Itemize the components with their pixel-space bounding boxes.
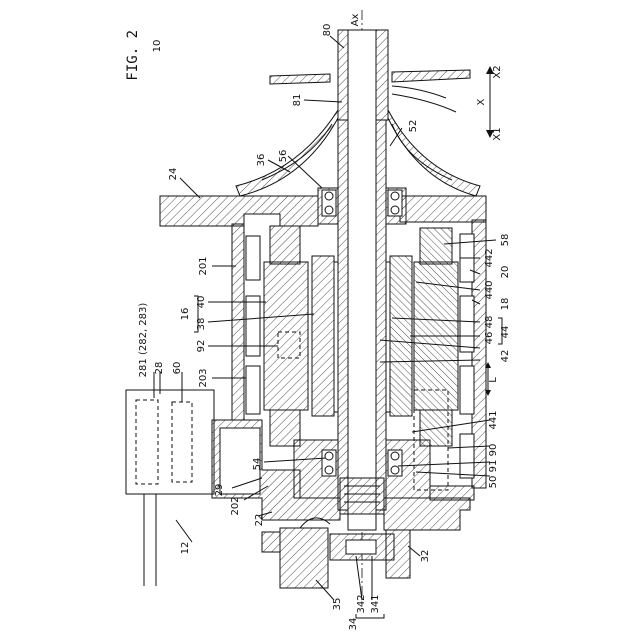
label-50: 50 — [488, 476, 499, 489]
label-56: 56 — [278, 150, 289, 163]
label-18: 18 — [500, 298, 511, 311]
label-34: 34 — [348, 618, 359, 631]
label-x: X — [476, 98, 487, 105]
label-12: 12 — [180, 542, 191, 555]
shaft-left-wall — [338, 120, 348, 510]
label-60: 60 — [172, 362, 183, 375]
label-48: 48 — [484, 316, 495, 329]
label-16: 16 — [180, 308, 191, 321]
label-201: 201 — [198, 256, 209, 275]
label-90: 90 — [488, 444, 499, 457]
label-281: 281 (282, 283) — [138, 303, 149, 378]
figure-title: FIG. 2 — [125, 30, 141, 81]
label-440: 440 — [484, 280, 495, 299]
label-x2: X2 — [492, 65, 503, 78]
label-46: 46 — [484, 332, 495, 345]
direction-indicator: X2 X X1 — [476, 65, 503, 140]
label-52: 52 — [408, 120, 419, 133]
label-58: 58 — [500, 234, 511, 247]
shaft — [348, 30, 376, 530]
label-81: 81 — [292, 94, 303, 107]
label-22: 22 — [254, 514, 265, 527]
label-203: 203 — [198, 368, 209, 387]
bracket-34 — [356, 614, 384, 618]
label-54: 54 — [252, 458, 263, 471]
shaft-right-wall — [376, 120, 386, 510]
label-42: 42 — [500, 350, 511, 363]
label-x1: X1 — [492, 127, 503, 140]
cooling-channels-left — [246, 236, 260, 414]
figure-ref-main: 10 — [152, 40, 163, 53]
label-32: 32 — [420, 550, 431, 563]
housing-left-wall — [232, 224, 244, 420]
label-91: 91 — [488, 460, 499, 473]
label-35: 35 — [332, 598, 343, 611]
label-442: 442 — [484, 248, 495, 267]
label-341: 341 — [370, 594, 381, 613]
label-20: 20 — [500, 266, 511, 279]
label-ax: Ax — [350, 14, 361, 27]
label-l: L — [488, 377, 499, 383]
label-29: 29 — [214, 484, 225, 497]
label-342: 342 — [356, 594, 367, 613]
label-441: 441 — [488, 410, 499, 429]
dimension-l: L — [485, 362, 499, 396]
label-92: 92 — [196, 340, 207, 353]
controller-28 — [126, 390, 214, 586]
label-36: 36 — [256, 154, 267, 167]
label-202: 202 — [230, 496, 241, 515]
label-28: 28 — [154, 362, 165, 375]
label-80: 80 — [322, 24, 333, 37]
gearbox-35 — [262, 518, 330, 588]
label-24: 24 — [168, 168, 179, 181]
